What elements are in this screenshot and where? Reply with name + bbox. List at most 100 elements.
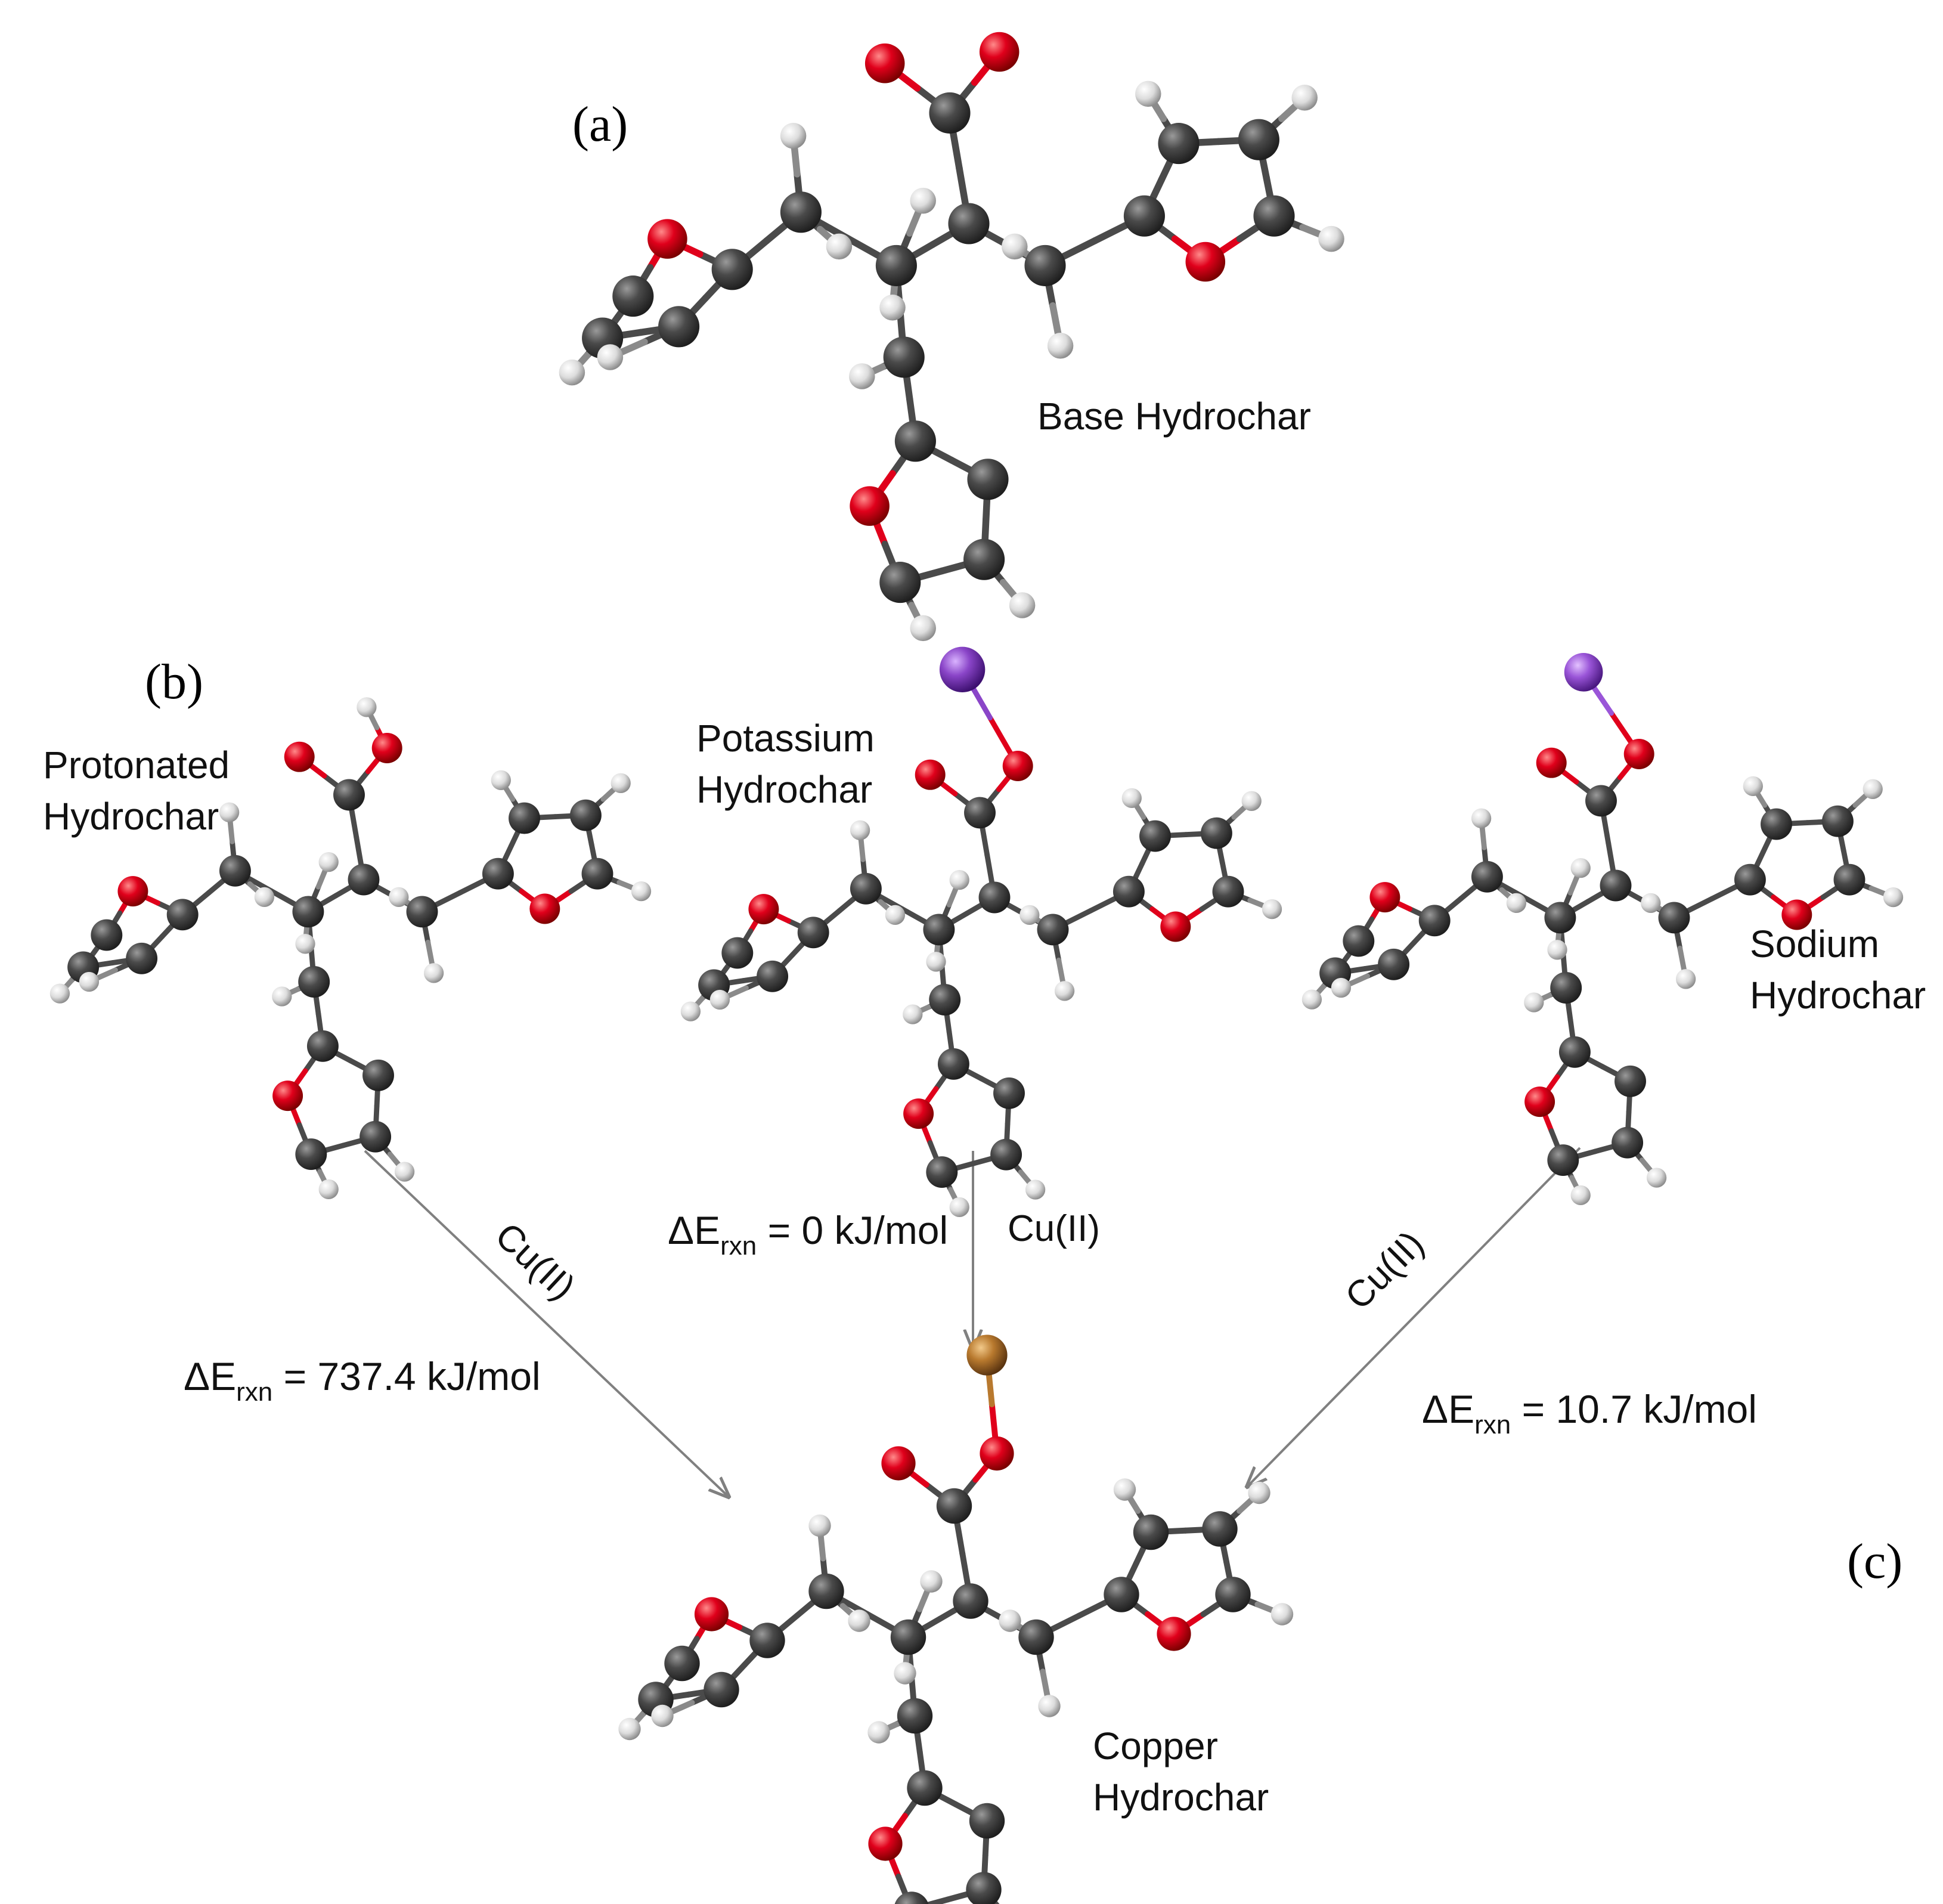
hydrogen-atom <box>1002 233 1028 260</box>
hydrogen-atom <box>903 1004 923 1024</box>
hydrogen-atom <box>1047 333 1074 359</box>
hydrogen-atom <box>920 1570 943 1593</box>
hydrogen-atom <box>1570 1185 1591 1206</box>
carbon-atom <box>1658 902 1690 934</box>
carbon-atom <box>664 1645 700 1682</box>
carbon-atom <box>581 857 613 890</box>
hydrogen-atom <box>491 770 511 791</box>
hydrogen-atom <box>1038 1695 1061 1717</box>
carbon-atom <box>482 857 514 890</box>
carbon-atom <box>1200 817 1232 849</box>
hydrogen-atom <box>680 1001 701 1021</box>
sodium-atom <box>1564 652 1603 692</box>
hydrogen-atom <box>1301 989 1322 1010</box>
carbon-atom <box>126 942 158 974</box>
hydrogen-atom <box>849 363 875 389</box>
carbon-atom <box>1600 869 1632 902</box>
hydrogen-atom <box>894 1662 916 1685</box>
carbon-atom <box>333 779 365 811</box>
carbon-atom <box>1018 1619 1054 1655</box>
oxygen-atom <box>881 1446 916 1481</box>
carbon-atom <box>966 1872 1002 1904</box>
carbon-atom <box>797 917 829 949</box>
hydrogen-atom <box>1025 1179 1046 1200</box>
hydrogen-atom <box>848 1609 870 1632</box>
hydrogen-atom <box>1506 893 1527 914</box>
reagent-label-potassium-arrow: Cu(II) <box>1008 1208 1100 1249</box>
protonated-hydrochar-molecule <box>49 697 652 1200</box>
arrow-sodium-to-copper <box>1247 1147 1581 1487</box>
carbon-atom <box>1734 863 1766 896</box>
carbon-atom <box>978 881 1011 914</box>
carbon-atom <box>907 1770 943 1806</box>
oxygen-atom <box>979 32 1019 72</box>
panel-label-a: (a) <box>572 97 628 152</box>
carbon-atom <box>1550 972 1582 1004</box>
hydrogen-atom <box>780 123 807 149</box>
hydrogen-atom <box>651 1704 674 1727</box>
hydrogen-atom <box>611 773 631 793</box>
carbon-atom <box>360 1120 392 1153</box>
hydrogen-atom <box>295 934 315 954</box>
oxygen-atom <box>694 1597 729 1631</box>
carbon-atom <box>1833 863 1865 896</box>
carbon-atom <box>306 1030 339 1062</box>
carbon-atom <box>1215 1577 1251 1612</box>
oxygen-atom <box>1623 739 1654 769</box>
oxygen-atom <box>903 1098 934 1129</box>
potassium-atom <box>939 646 986 693</box>
hydrogen-atom <box>618 1717 641 1741</box>
hydrogen-atom <box>318 852 339 872</box>
carbon-atom <box>953 1583 988 1619</box>
hydrogen-atom <box>1009 592 1036 618</box>
panel-label-c: (c) <box>1847 1534 1903 1589</box>
carbon-atom <box>406 896 438 928</box>
hydrogen-atom <box>850 820 870 840</box>
sodium-hydrochar-molecule <box>1301 652 1904 1206</box>
carbon-atom <box>1113 875 1145 908</box>
copper-hydrochar-molecule <box>618 1335 1294 1904</box>
base-hydrochar-molecule <box>559 32 1344 642</box>
hydrogen-atom <box>999 1609 1021 1632</box>
carbon-atom <box>1614 1065 1646 1097</box>
oxygen-atom <box>1157 1617 1191 1651</box>
hydrogen-atom <box>926 952 946 972</box>
hydrogen-atom <box>1113 1478 1136 1501</box>
oxygen-atom <box>864 43 905 83</box>
arrow-protonated-to-copper <box>364 1150 729 1497</box>
carbon-atom <box>937 1048 969 1080</box>
hydrogen-atom <box>1248 1481 1270 1504</box>
oxygen-atom <box>1002 751 1033 781</box>
carbon-atom <box>91 919 123 951</box>
carbon-atom <box>967 459 1009 500</box>
carbon-atom <box>879 562 921 603</box>
carbon-atom <box>1544 902 1576 934</box>
oxygen-atom <box>1160 911 1191 942</box>
hydrogen-atom <box>1570 857 1591 878</box>
hydrogen-atom <box>254 887 275 908</box>
carbon-atom <box>569 799 602 831</box>
carbon-atom <box>704 1671 739 1708</box>
hydrogen-atom <box>318 1179 339 1200</box>
hydrogen-atom <box>79 971 100 992</box>
energy-protonated-to-copper: ΔErxn = 737.4 kJ/mol <box>184 1354 541 1407</box>
carbon-atom <box>1104 1577 1139 1612</box>
carbon-atom <box>963 538 1005 580</box>
oxygen-atom <box>529 893 560 924</box>
carbon-atom <box>923 914 955 946</box>
hydrogen-atom <box>826 233 853 260</box>
carbon-atom <box>894 420 936 462</box>
hydrogen-atom <box>1524 992 1544 1013</box>
carbon-atom <box>890 1619 926 1655</box>
carbon-atom <box>1139 820 1171 852</box>
carbon-atom <box>298 966 330 998</box>
carbon-atom <box>1343 925 1375 957</box>
carbon-atom <box>993 1077 1025 1109</box>
carbon-atom <box>721 937 754 969</box>
carbon-atom <box>948 203 990 244</box>
carbon-atom <box>749 1623 785 1658</box>
hydrogen-atom <box>910 615 936 642</box>
base-hydrochar-label: Base Hydrochar <box>1037 395 1311 438</box>
oxygen-atom <box>868 1826 903 1861</box>
oxygen-atom <box>284 741 315 772</box>
